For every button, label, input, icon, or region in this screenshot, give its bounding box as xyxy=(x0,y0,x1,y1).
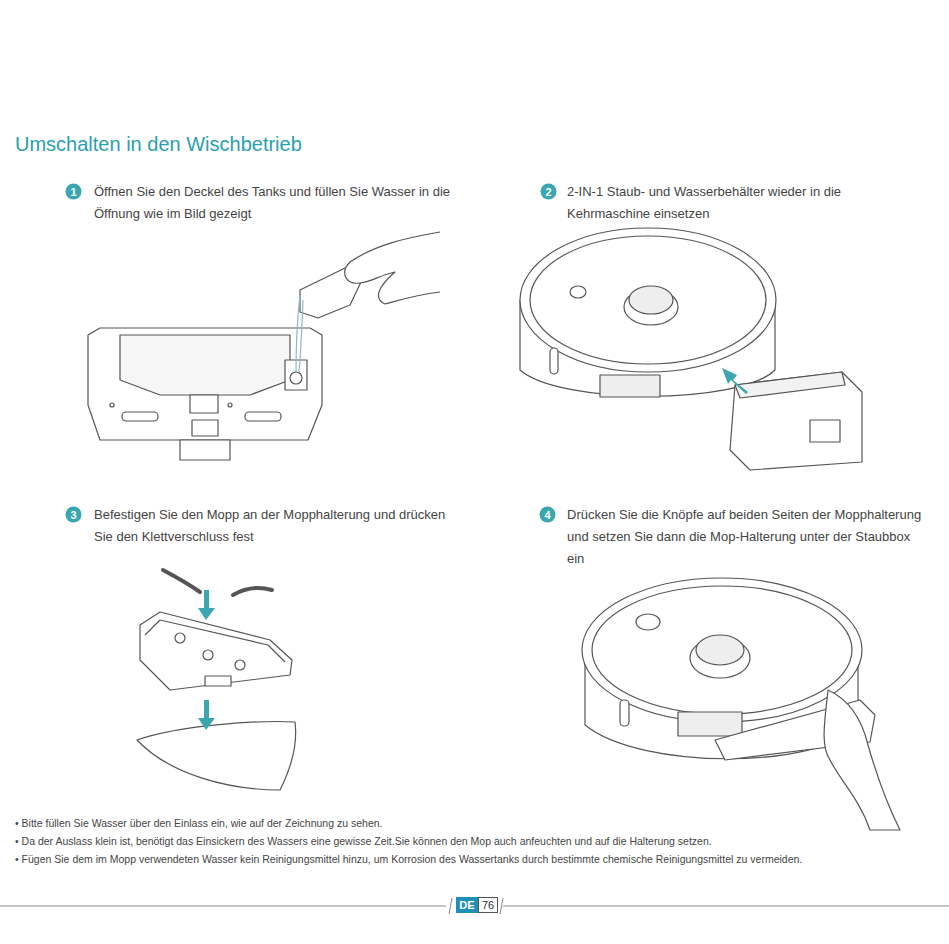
step-number-text: 4 xyxy=(539,509,556,521)
footer-text: 76 xyxy=(478,899,498,911)
footer-rule xyxy=(0,898,949,914)
step-circle xyxy=(66,184,82,200)
step-instruction: Öffnen Sie den Deckel des Tanks und füll… xyxy=(94,181,466,225)
note: • Da der Auslass klein ist, benötigt das… xyxy=(15,832,935,850)
step-number: 2 xyxy=(540,183,557,200)
step-number: 4 xyxy=(539,506,556,523)
step-instruction: Drücken Sie die Knöpfe auf beiden Seiten… xyxy=(567,504,927,570)
step-number-text: 3 xyxy=(65,509,82,521)
robot-drawing xyxy=(520,228,862,470)
step-circle xyxy=(66,507,82,523)
note: • Fügen Sie dem im Mopp verwendeten Wass… xyxy=(15,850,915,868)
step-instruction: 2-IN-1 Staub- und Wasserbehälter wieder … xyxy=(567,181,897,225)
page-number: 76 xyxy=(478,897,498,913)
page-title: Umschalten in den Wischbetrieb xyxy=(15,133,302,156)
step-circle xyxy=(540,507,556,523)
step-number: 3 xyxy=(65,506,82,523)
hand-with-bottle xyxy=(296,232,440,372)
language-tag: DE xyxy=(456,897,478,913)
tag-box xyxy=(456,897,478,913)
mop-holder-drawing xyxy=(137,570,296,790)
note: • Bitte füllen Sie Wasser über den Einla… xyxy=(15,814,935,832)
robot-mop-drawing xyxy=(582,578,900,830)
step-circle xyxy=(541,184,557,200)
footer-text: DE xyxy=(456,899,478,911)
page-box xyxy=(479,898,498,913)
direction-arrow xyxy=(198,368,748,730)
step-number-text: 1 xyxy=(65,186,82,198)
step-instruction: Befestigen Sie den Mopp an der Mopphalte… xyxy=(94,504,466,548)
step-number-text: 2 xyxy=(540,186,557,198)
step-number: 1 xyxy=(65,183,82,200)
water-tank-drawing xyxy=(88,328,322,460)
